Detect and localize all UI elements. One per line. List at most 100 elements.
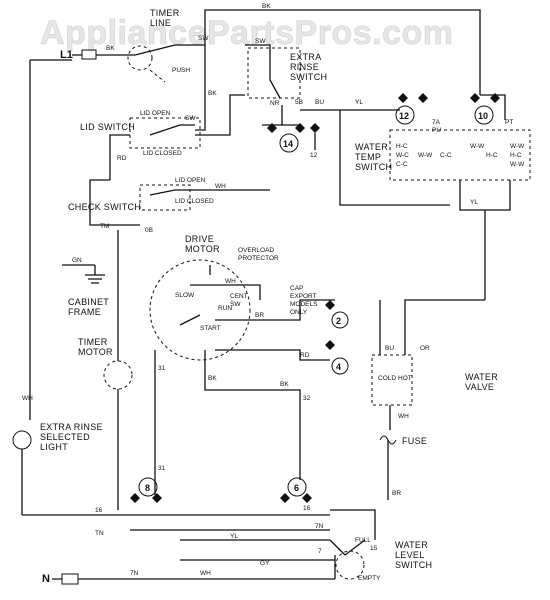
svg-text:W-W: W-W xyxy=(510,161,525,168)
label-switch: SWITCH xyxy=(290,72,327,82)
terminal-10 xyxy=(474,105,494,125)
svg-text:31: 31 xyxy=(158,465,166,472)
extra-rinse-switch-box xyxy=(247,47,301,99)
label-slow: SLOW xyxy=(175,292,195,299)
drive-motor xyxy=(149,259,251,361)
label-timer-motor-2: MOTOR xyxy=(78,347,113,357)
timer-line-switch xyxy=(127,45,153,71)
label-l1: L1 xyxy=(60,49,73,61)
label-water-temp: WATER xyxy=(355,142,388,152)
svg-text:7N: 7N xyxy=(315,523,324,530)
svg-text:H-C: H-C xyxy=(396,143,408,150)
label-start: START xyxy=(200,325,221,332)
svg-text:7: 7 xyxy=(318,548,322,555)
label-water-level: WATER xyxy=(395,540,428,550)
svg-text:BK: BK xyxy=(262,3,271,10)
label-cent: CENT xyxy=(230,293,248,300)
svg-text:0B: 0B xyxy=(145,227,153,234)
label-motor: MOTOR xyxy=(185,244,220,254)
svg-text:BK: BK xyxy=(208,375,217,382)
label-light: LIGHT xyxy=(40,442,68,452)
terminal-12 xyxy=(395,105,415,125)
label-hot: HOT xyxy=(398,375,412,382)
svg-text:YL: YL xyxy=(355,99,363,106)
svg-text:WH: WH xyxy=(225,278,236,285)
label-cold: COLD xyxy=(378,375,396,382)
label-protector: PROTECTOR xyxy=(238,255,279,262)
label-level: LEVEL xyxy=(395,550,425,560)
svg-text:GN: GN xyxy=(72,257,82,264)
svg-text:2: 2 xyxy=(336,316,341,326)
svg-text:W-C: W-C xyxy=(396,152,409,159)
label-lid-open: LID OPEN xyxy=(140,110,171,117)
label-lid-closed-2: LID CLOSED xyxy=(175,198,214,205)
svg-text:SW: SW xyxy=(198,35,209,42)
terminal-14 xyxy=(279,133,299,153)
svg-text:16: 16 xyxy=(303,505,311,512)
svg-text:PU: PU xyxy=(432,127,441,134)
svg-text:BR: BR xyxy=(392,490,401,497)
svg-text:4: 4 xyxy=(336,362,341,372)
label-only: ONLY xyxy=(290,309,308,316)
svg-text:BK: BK xyxy=(106,45,115,52)
svg-text:H-C: H-C xyxy=(510,152,522,159)
label-rinse: RINSE xyxy=(290,62,319,72)
lid-switch-box xyxy=(129,117,201,149)
svg-text:OR: OR xyxy=(420,345,430,352)
water-valve-box xyxy=(371,354,413,406)
svg-text:7N: 7N xyxy=(130,570,139,577)
label-sw: SW xyxy=(230,301,241,308)
svg-text:14: 14 xyxy=(283,139,293,149)
svg-text:RD: RD xyxy=(117,155,127,162)
n-terminal-block xyxy=(61,573,79,585)
svg-text:WH: WH xyxy=(398,413,409,420)
svg-text:8: 8 xyxy=(145,483,150,493)
svg-text:W-W: W-W xyxy=(470,143,485,150)
label-extra-rinse: EXTRA RINSE xyxy=(40,422,103,432)
timer-motor xyxy=(103,360,133,390)
svg-text:TN: TN xyxy=(95,530,104,537)
label-fuse: FUSE xyxy=(402,436,427,446)
svg-text:NR: NR xyxy=(270,100,280,107)
label-temp-switch: SWITCH xyxy=(355,162,392,172)
svg-text:BR: BR xyxy=(255,312,264,319)
svg-text:BK: BK xyxy=(208,90,217,97)
label-timer: TIMER xyxy=(150,8,180,18)
label-run: RUN xyxy=(218,305,232,312)
label-models: MODELS xyxy=(290,301,318,308)
svg-text:32: 32 xyxy=(303,395,311,402)
label-level-switch: SWITCH xyxy=(395,560,432,570)
svg-text:12: 12 xyxy=(310,152,318,159)
svg-text:WH: WH xyxy=(22,395,33,402)
label-overload: OVERLOAD xyxy=(238,247,274,254)
label-line: LINE xyxy=(150,18,171,28)
label-cap: CAP xyxy=(290,285,303,292)
label-push: PUSH xyxy=(172,67,190,74)
svg-text:BK: BK xyxy=(280,381,289,388)
label-check-switch: CHECK SWITCH xyxy=(68,202,141,212)
svg-text:YL: YL xyxy=(470,199,478,206)
svg-text:TM: TM xyxy=(100,223,109,230)
label-cabinet: CABINET xyxy=(68,297,109,307)
water-level-switch xyxy=(335,550,365,580)
svg-text:RD: RD xyxy=(300,352,310,359)
label-empty: EMPTY xyxy=(358,575,381,582)
svg-text:C-C: C-C xyxy=(396,161,408,168)
svg-text:BU: BU xyxy=(385,345,394,352)
label-frame: FRAME xyxy=(68,307,101,317)
water-temp-switch-box xyxy=(389,129,531,181)
label-lid-switch: LID SWITCH xyxy=(80,122,135,132)
svg-text:BU: BU xyxy=(315,99,324,106)
label-n: N xyxy=(42,573,50,585)
label-lid-open-2: LID OPEN xyxy=(175,177,206,184)
watermark: AppliancePartsPros.com xyxy=(40,14,453,52)
svg-text:SW: SW xyxy=(255,38,266,45)
extra-rinse-light xyxy=(12,430,32,450)
terminal-6 xyxy=(287,477,307,497)
label-selected: SELECTED xyxy=(40,432,90,442)
svg-text:GY: GY xyxy=(260,560,270,567)
label-timer-motor: TIMER xyxy=(78,337,108,347)
check-switch-box xyxy=(139,184,191,211)
svg-text:WH: WH xyxy=(215,183,226,190)
